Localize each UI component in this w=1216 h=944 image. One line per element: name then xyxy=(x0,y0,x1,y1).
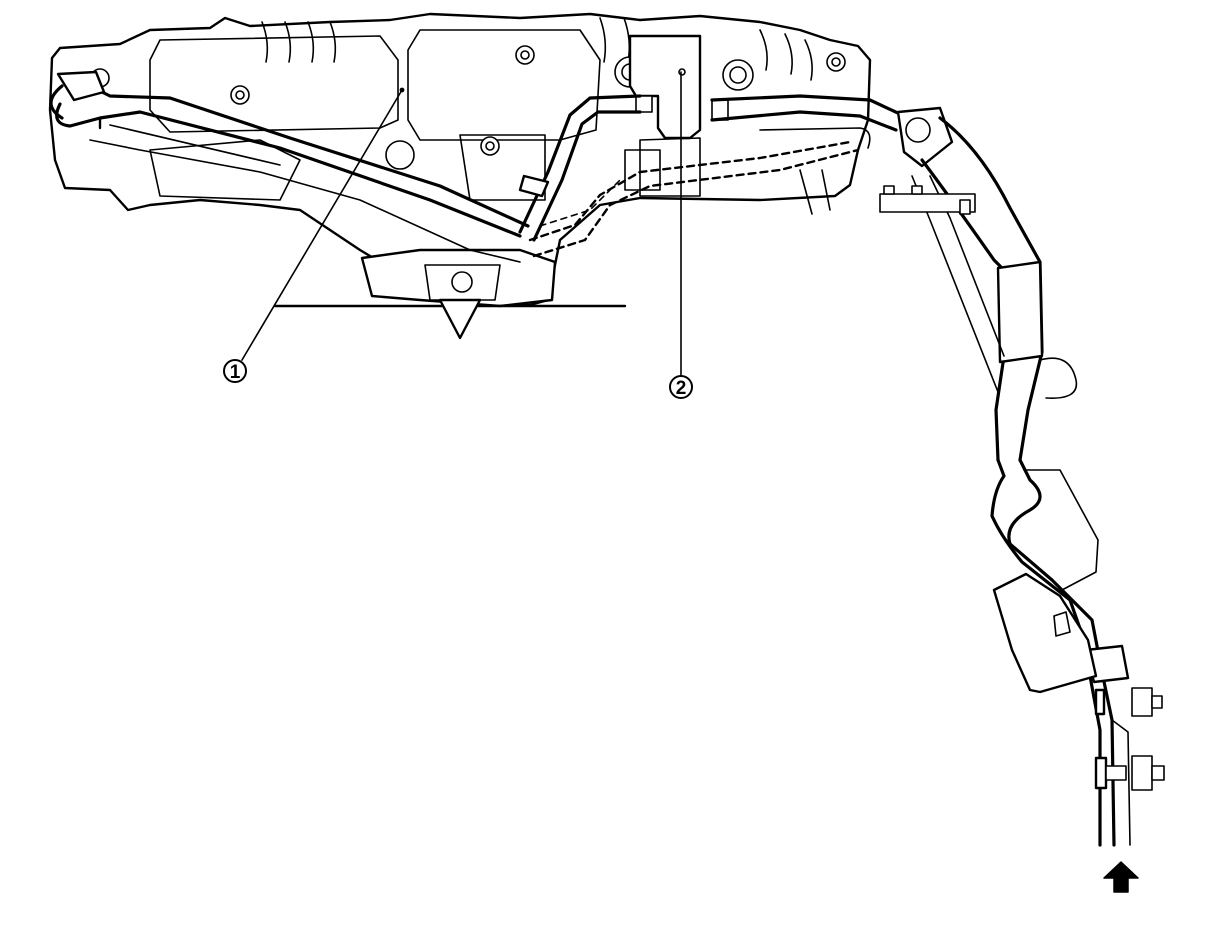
hidden-pipe-lines xyxy=(528,127,871,258)
callout-2-circle xyxy=(669,375,693,399)
leader-line-1 xyxy=(241,89,403,361)
callout-2: 2 xyxy=(669,375,693,399)
pipe-upper-cross xyxy=(518,94,902,242)
callout-1: 1 xyxy=(223,359,247,383)
up-arrow-icon xyxy=(1103,861,1139,893)
engine-block xyxy=(48,12,872,340)
callout-2-label: 2 xyxy=(676,378,687,399)
leader-lines xyxy=(241,71,682,376)
pipe-left-long xyxy=(49,70,530,263)
callout-1-circle xyxy=(223,359,247,383)
callout-1-label: 1 xyxy=(230,362,241,383)
pipe-main-descending xyxy=(879,106,1165,847)
leader-dot-1 xyxy=(399,87,405,93)
